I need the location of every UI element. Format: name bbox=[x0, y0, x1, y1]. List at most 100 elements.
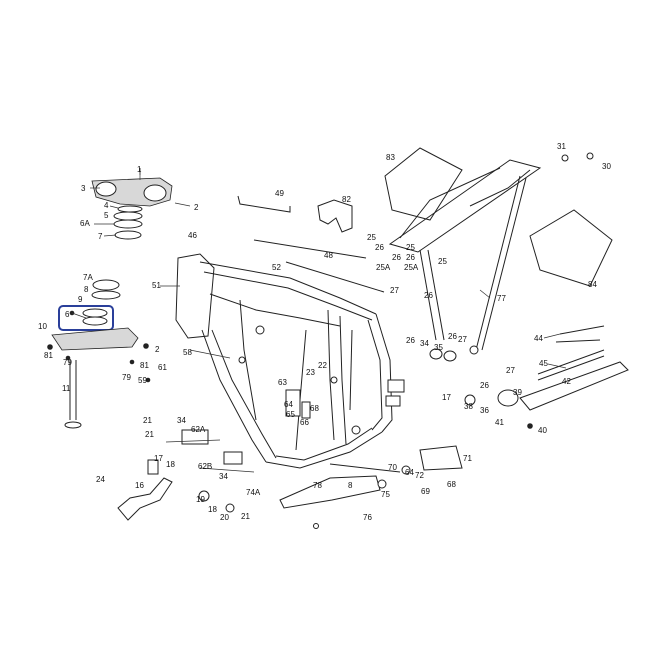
label-64: 64 bbox=[284, 400, 293, 409]
label-5: 5 bbox=[104, 211, 109, 220]
label-52: 52 bbox=[272, 263, 281, 272]
label-21c: 21 bbox=[241, 512, 250, 521]
brake-pedal-assembly bbox=[117, 429, 255, 521]
label-34: 34 bbox=[420, 339, 429, 348]
rear-subframe bbox=[384, 147, 613, 351]
label-59: 59 bbox=[138, 376, 147, 385]
label-11: 11 bbox=[62, 384, 71, 393]
leader-lines bbox=[90, 168, 567, 369]
label-25a: 25A bbox=[376, 263, 391, 272]
label-58: 58 bbox=[183, 348, 192, 357]
label-83: 83 bbox=[386, 153, 395, 162]
label-24: 24 bbox=[96, 475, 105, 484]
label-31: 31 bbox=[557, 142, 566, 151]
label-20: 20 bbox=[220, 513, 229, 522]
label-17b: 17 bbox=[154, 454, 163, 463]
label-69: 69 bbox=[421, 487, 430, 496]
label-25a-2: 25A bbox=[404, 263, 419, 272]
label-6a: 6A bbox=[80, 219, 90, 228]
label-1: 1 bbox=[137, 165, 142, 174]
label-26: 26 bbox=[375, 243, 384, 252]
label-79b: 79 bbox=[122, 373, 131, 382]
part-82 bbox=[317, 199, 353, 233]
label-8b: 8 bbox=[348, 481, 353, 490]
label-34b: 34 bbox=[177, 416, 186, 425]
label-23: 23 bbox=[306, 368, 315, 377]
label-3: 3 bbox=[81, 184, 86, 193]
label-65: 65 bbox=[286, 410, 295, 419]
label-18b: 18 bbox=[208, 505, 217, 514]
label-26d: 26 bbox=[424, 291, 433, 300]
part-46 bbox=[253, 239, 367, 259]
label-49: 49 bbox=[275, 189, 284, 198]
label-9: 9 bbox=[78, 295, 83, 304]
label-26b: 26 bbox=[392, 253, 401, 262]
label-26c: 26 bbox=[406, 253, 415, 262]
label-38: 38 bbox=[464, 402, 473, 411]
highlighted-part-6[interactable] bbox=[58, 305, 114, 331]
label-51: 51 bbox=[152, 281, 161, 290]
label-25c: 25 bbox=[438, 257, 447, 266]
label-21: 21 bbox=[143, 416, 152, 425]
label-26e: 26 bbox=[448, 332, 457, 341]
label-27c: 27 bbox=[506, 366, 515, 375]
part-49 bbox=[237, 195, 291, 213]
label-75: 75 bbox=[381, 490, 390, 499]
label-62a: 62A bbox=[191, 425, 206, 434]
label-27b: 27 bbox=[458, 335, 467, 344]
label-26f: 26 bbox=[406, 336, 415, 345]
label-76: 76 bbox=[363, 513, 372, 522]
label-22: 22 bbox=[318, 361, 327, 370]
label-81b: 81 bbox=[140, 361, 149, 370]
label-78: 78 bbox=[313, 481, 322, 490]
label-19: 19 bbox=[196, 495, 205, 504]
label-34c: 34 bbox=[219, 472, 228, 481]
steering-head-assembly bbox=[91, 168, 191, 300]
label-68: 68 bbox=[310, 404, 319, 413]
label-41: 41 bbox=[495, 418, 504, 427]
label-82: 82 bbox=[342, 195, 351, 204]
label-40: 40 bbox=[538, 426, 547, 435]
label-30: 30 bbox=[602, 162, 611, 171]
label-8: 8 bbox=[84, 285, 89, 294]
part-labels: 1 3 2 4 5 6A 7 7A 8 9 6 10 81 79 11 2 81… bbox=[38, 142, 611, 522]
label-2b: 2 bbox=[155, 345, 160, 354]
label-36: 36 bbox=[480, 406, 489, 415]
label-10: 10 bbox=[38, 322, 47, 331]
label-62b: 62B bbox=[198, 462, 212, 471]
label-64b: 64 bbox=[405, 468, 414, 477]
label-72: 72 bbox=[415, 471, 424, 480]
label-25b: 25 bbox=[406, 243, 415, 252]
label-39: 39 bbox=[513, 388, 522, 397]
label-6: 6 bbox=[65, 310, 70, 319]
lower-bracket bbox=[47, 327, 151, 429]
label-27: 27 bbox=[390, 286, 399, 295]
label-79: 79 bbox=[63, 358, 72, 367]
engine-mount-blocks bbox=[285, 376, 338, 419]
label-74a: 74A bbox=[246, 488, 261, 497]
label-70: 70 bbox=[388, 463, 397, 472]
label-4: 4 bbox=[104, 201, 109, 210]
label-61: 61 bbox=[158, 363, 167, 372]
part-48 bbox=[285, 261, 385, 293]
side-stand-assembly bbox=[429, 325, 629, 429]
label-26g: 26 bbox=[480, 381, 489, 390]
label-84: 84 bbox=[588, 280, 597, 289]
label-71: 71 bbox=[463, 454, 472, 463]
label-68b: 68 bbox=[447, 480, 456, 489]
label-66: 66 bbox=[300, 418, 309, 427]
label-42: 42 bbox=[562, 377, 571, 386]
label-48: 48 bbox=[324, 251, 333, 260]
label-63: 63 bbox=[278, 378, 287, 387]
label-81: 81 bbox=[44, 351, 53, 360]
label-18: 18 bbox=[166, 460, 175, 469]
label-21b: 21 bbox=[145, 430, 154, 439]
label-46: 46 bbox=[188, 231, 197, 240]
label-77: 77 bbox=[497, 294, 506, 303]
main-frame bbox=[175, 253, 405, 469]
label-25: 25 bbox=[367, 233, 376, 242]
label-7a: 7A bbox=[83, 273, 93, 282]
label-44: 44 bbox=[534, 334, 543, 343]
